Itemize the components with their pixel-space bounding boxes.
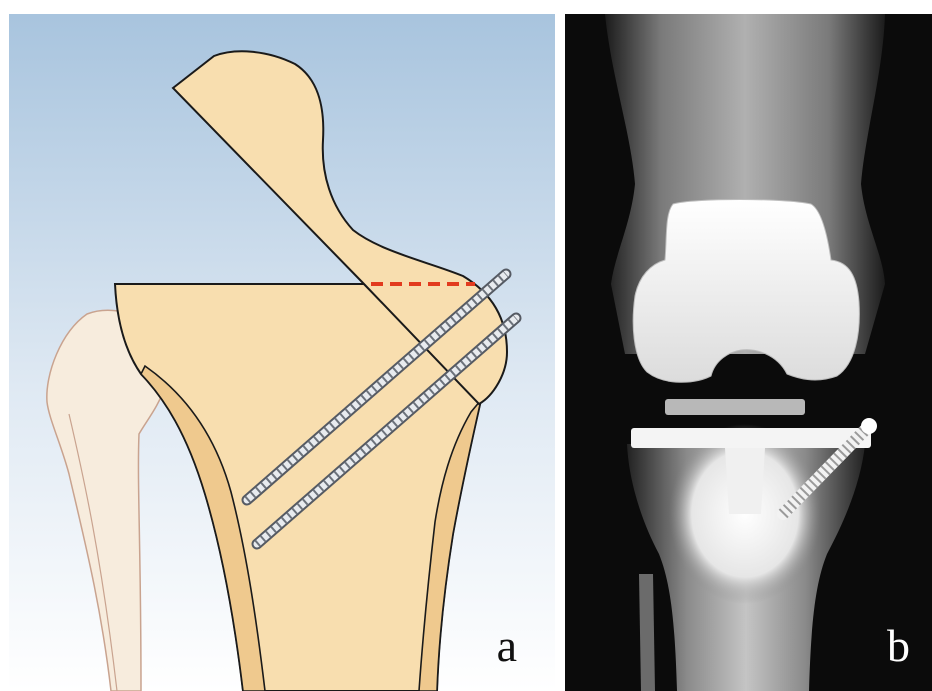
fibula-xray <box>639 574 655 691</box>
tibial-tray <box>631 428 871 448</box>
xray-panel-b: b <box>565 14 932 691</box>
tibial-keel <box>725 448 765 514</box>
illustration-panel-a: a <box>9 14 555 691</box>
panel-label-b: b <box>887 623 910 669</box>
tibial-tubercle-osteotomy-illustration <box>9 14 555 691</box>
polyethylene-insert <box>665 399 805 415</box>
knee-radiograph <box>565 14 932 691</box>
panel-label-a: a <box>497 623 517 669</box>
